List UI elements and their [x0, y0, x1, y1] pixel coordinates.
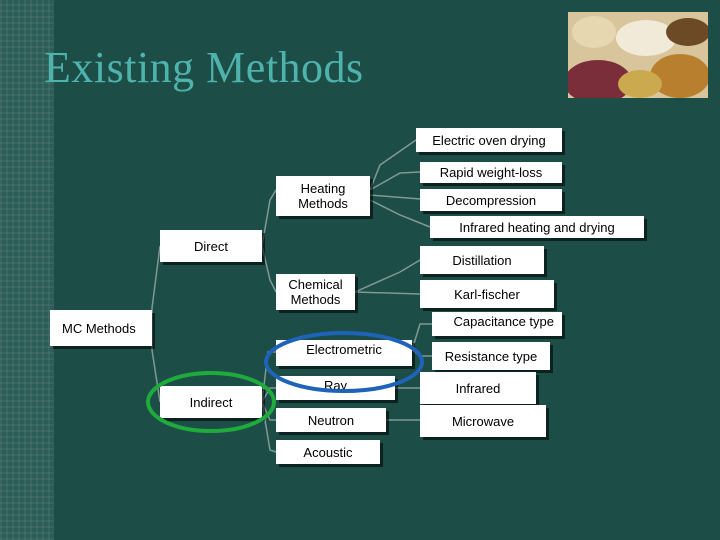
chemical-methods-label: Chemical Methods [288, 277, 343, 307]
infrared-heating-drying-node: Infrared heating and drying [430, 216, 644, 238]
capacitance-type-label: Capacitance type [453, 314, 554, 329]
acoustic-node: Acoustic [276, 440, 380, 464]
decorative-sidebar [0, 0, 54, 540]
rapid-weight-loss-label: Rapid weight-loss [439, 165, 543, 180]
chemical-methods-node: Chemical Methods [276, 274, 355, 310]
neutron-node: Neutron [276, 408, 386, 432]
heating-methods-label: Heating Methods [298, 181, 348, 211]
decompression-label: Decompression [445, 192, 537, 208]
infrared-heating-drying-label: Infrared heating and drying [459, 219, 615, 235]
microwave-label: Microwave [451, 413, 515, 429]
ray-label: Ray [323, 378, 348, 393]
slide-title: Existing Methods [44, 43, 364, 92]
resistance-type-label: Resistance type [444, 348, 538, 364]
decompression-node: Decompression [420, 189, 562, 211]
distillation-node: Distillation [420, 246, 544, 274]
capacitance-type-node: Capacitance type [432, 312, 562, 336]
electrometric-label: Electrometric [306, 342, 382, 357]
rapid-weight-loss-node: Rapid weight-loss [420, 162, 562, 183]
acoustic-label: Acoustic [303, 444, 353, 460]
heating-methods-node: Heating Methods [276, 176, 370, 216]
neutron-label: Neutron [307, 412, 355, 428]
indirect-node: Indirect [160, 386, 262, 418]
microwave-node: Microwave [420, 405, 546, 437]
direct-node: Direct [160, 230, 262, 262]
grains-photo [568, 12, 708, 98]
indirect-label: Indirect [189, 394, 233, 410]
electric-oven-drying-label: Electric oven drying [432, 132, 546, 148]
karl-fischer-label: Karl-fischer [454, 286, 520, 302]
resistance-type-node: Resistance type [432, 342, 550, 370]
electrometric-node: Electrometric [276, 340, 412, 366]
ray-node: Ray [276, 376, 395, 400]
mc-methods-node: MC Methods [50, 310, 152, 346]
infrared-node: Infrared [420, 372, 536, 404]
direct-label: Direct [194, 238, 228, 254]
distillation-label: Distillation [452, 252, 512, 268]
mc-methods-label: MC Methods [62, 320, 136, 336]
karl-fischer-node: Karl-fischer [420, 280, 554, 308]
electric-oven-drying-node: Electric oven drying [416, 128, 562, 152]
infrared-label: Infrared [455, 380, 501, 396]
